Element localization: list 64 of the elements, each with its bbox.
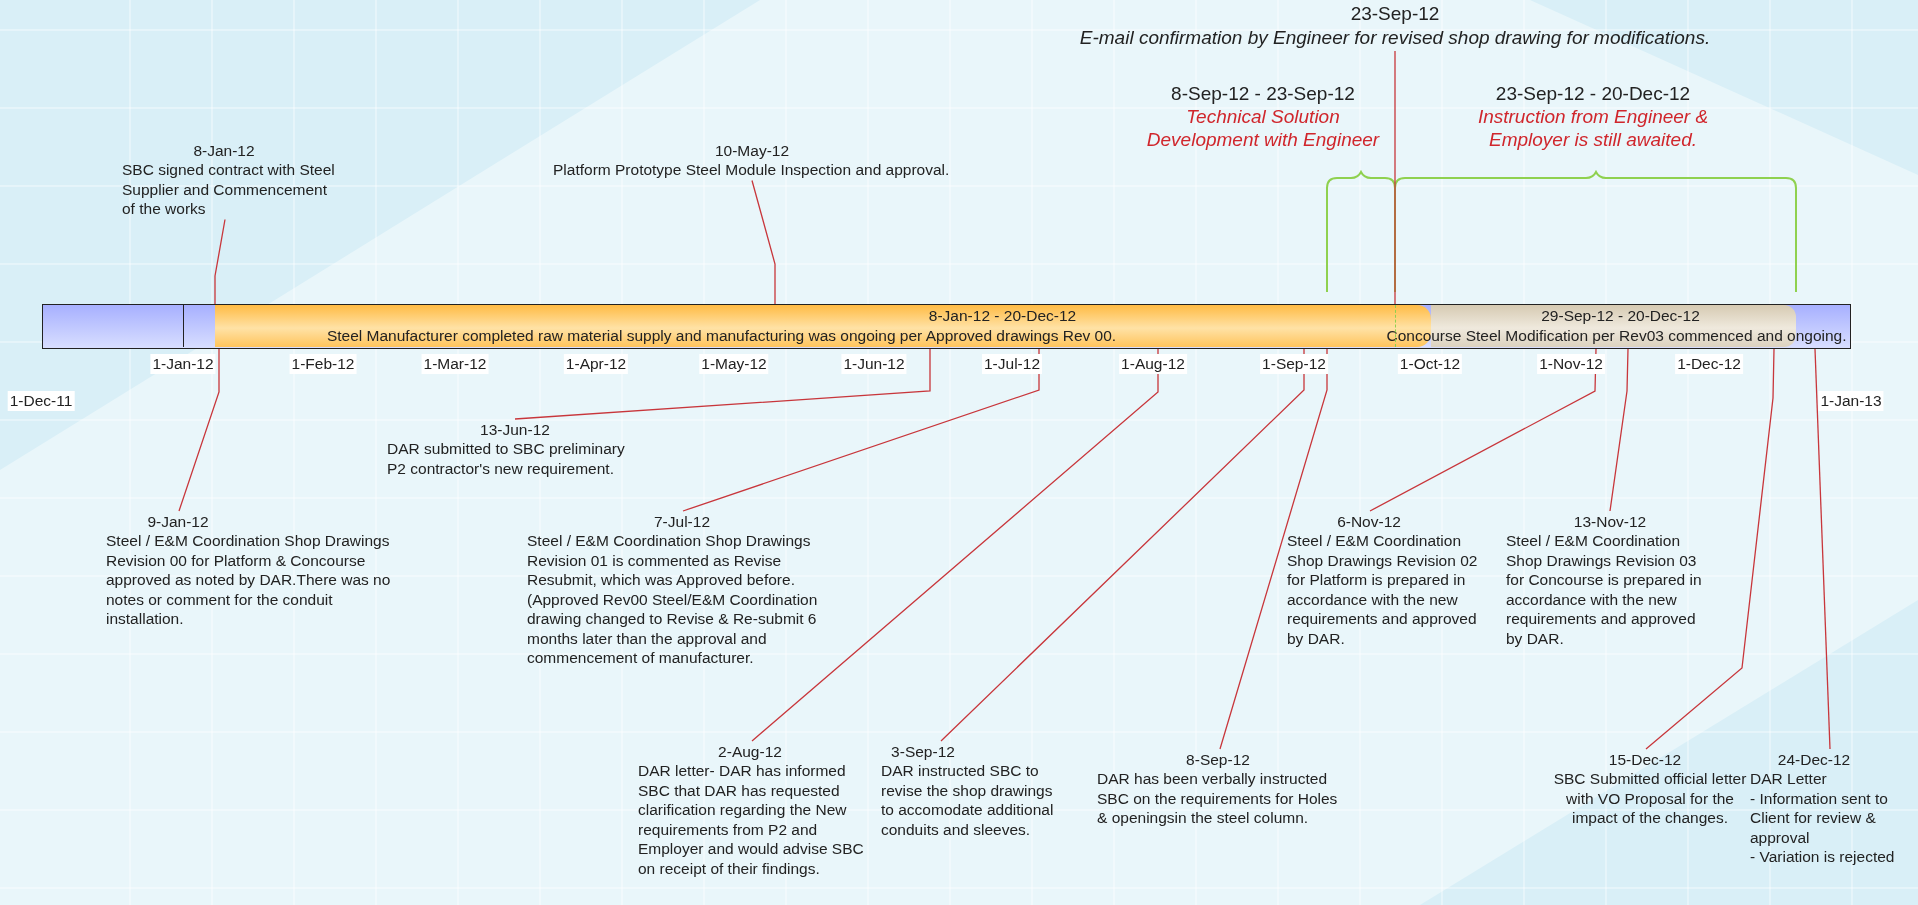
leader-line bbox=[1609, 348, 1629, 512]
event-description: - Information sent to Client for review & approval bbox=[1750, 788, 1889, 847]
tick-label: 1-Aug-12 bbox=[1119, 354, 1187, 374]
event-description: DAR instructed SBC to revise the shop drawings to accomodate additional conduits and sleeves. bbox=[881, 761, 1055, 839]
date-label: 8-Jan-12 bbox=[193, 141, 255, 161]
event-description: Steel / E&M Coordination Shop Drawings Revision 01 is commented as Revise Resubmit, which was Approved before. (Approved Rev00 Steel/E&M Coordination drawing changed to Revise & Re-submit 6 months later than the approval and commencement of manufacturer. bbox=[527, 531, 819, 668]
event-description: Steel / E&M Coordination Shop Drawings Revision 02 for Platform is prepared in accordance with the new requirements and approved by DAR. bbox=[1287, 531, 1479, 648]
leader-line bbox=[514, 348, 931, 420]
date-label: 23-Sep-12 bbox=[1349, 2, 1441, 26]
date-label: 13-Jun-12 bbox=[480, 420, 550, 440]
date-label: 3-Sep-12 bbox=[891, 742, 955, 762]
event-description: DAR has been verbally instructed SBC on the requirements for Holes & openingsin the steel column. bbox=[1097, 769, 1339, 828]
phase-description: Technical Solution Development with Engineer bbox=[1145, 105, 1381, 151]
date-label: 8-Sep-12 bbox=[1186, 750, 1250, 770]
event-description: - Variation is rejected bbox=[1750, 847, 1896, 867]
date-label: 15-Dec-12 bbox=[1608, 750, 1682, 770]
event-description: SBC Submitted official letter with VO Proposal for the impact of the changes. bbox=[1552, 769, 1748, 828]
timeline-bar bbox=[42, 304, 1851, 349]
event-description: Steel / E&M Coordination Shop Drawings Revision 00 for Platform & Concourse approved as noted by DAR.There was no notes or comment for the conduit installation. bbox=[106, 531, 392, 629]
leader-line bbox=[178, 348, 220, 512]
leader-line bbox=[1219, 348, 1328, 750]
tick-label: 1-Oct-12 bbox=[1397, 354, 1463, 374]
tick-label: 1-Jan-12 bbox=[150, 354, 216, 374]
tick-label: 1-Sep-12 bbox=[1260, 354, 1328, 374]
tick-label: 1-May-12 bbox=[699, 354, 769, 374]
date-range-label: 8-Jan-12 - 20-Dec-12 bbox=[928, 306, 1077, 325]
bar-description: Steel Manufacturer completed raw material supply and manufacturing was ongoing per Approved drawings Rev 00. bbox=[326, 326, 1117, 345]
event-description: E-mail confirmation by Engineer for revised shop drawing for modifications. bbox=[1078, 26, 1712, 50]
tick-label: 1-Jan-13 bbox=[1818, 391, 1884, 411]
leader-line bbox=[751, 179, 776, 305]
event-description: DAR submitted to SBC preliminary P2 contractor's new requirement. bbox=[387, 439, 626, 478]
bar-description: Concourse Steel Modification per Rev03 commenced and ongoing. bbox=[1386, 326, 1847, 345]
phase-description: Instruction from Engineer & Employer is still awaited. bbox=[1476, 105, 1710, 151]
date-label: 2-Aug-12 bbox=[718, 742, 782, 762]
date-label: 7-Jul-12 bbox=[654, 512, 710, 532]
tick-label: 1-Jun-12 bbox=[841, 354, 907, 374]
event-description: Platform Prototype Steel Module Inspection and approval. bbox=[553, 160, 951, 180]
leader-line bbox=[940, 348, 1305, 742]
event-description: DAR letter- DAR has informed SBC that DAR has requested clarification regarding the New requirements from P2 and Employer and would advise SBC on receipt of their findings. bbox=[638, 761, 865, 878]
tick-label: 1-Jul-12 bbox=[982, 354, 1042, 374]
date-range-label: 23-Sep-12 - 20-Dec-12 bbox=[1494, 82, 1692, 105]
leader-line bbox=[751, 348, 1159, 742]
leader-line bbox=[1369, 348, 1597, 512]
date-label: 6-Nov-12 bbox=[1337, 512, 1401, 532]
tick-label: 1-Mar-12 bbox=[421, 354, 489, 374]
leader-line bbox=[1645, 348, 1775, 750]
event-description: DAR Letter bbox=[1750, 769, 1828, 789]
leader-line bbox=[682, 348, 1040, 512]
tick-label: 1-Apr-12 bbox=[563, 354, 629, 374]
date-label: 24-Dec-12 bbox=[1777, 750, 1851, 770]
event-description: SBC signed contract with Steel Supplier and Commencement of the works bbox=[122, 160, 336, 219]
tick-label: 1-Nov-12 bbox=[1537, 354, 1605, 374]
tick-label: 1-Dec-11 bbox=[7, 391, 75, 411]
date-label: 9-Jan-12 bbox=[147, 512, 209, 532]
date-range-label: 29-Sep-12 - 20-Dec-12 bbox=[1541, 306, 1700, 325]
tick-label: 1-Dec-12 bbox=[1675, 354, 1743, 374]
tick-label: 1-Feb-12 bbox=[289, 354, 357, 374]
leader-line bbox=[214, 218, 226, 305]
date-label: 10-May-12 bbox=[714, 141, 790, 161]
leader-line bbox=[1394, 50, 1396, 305]
date-range-label: 8-Sep-12 - 23-Sep-12 bbox=[1170, 82, 1356, 105]
leader-line bbox=[1814, 348, 1831, 750]
date-label: 13-Nov-12 bbox=[1573, 512, 1647, 532]
event-description: Steel / E&M Coordination Shop Drawings Revision 03 for Concourse is prepared in accordance with the new requirements and approved by DAR. bbox=[1506, 531, 1703, 648]
